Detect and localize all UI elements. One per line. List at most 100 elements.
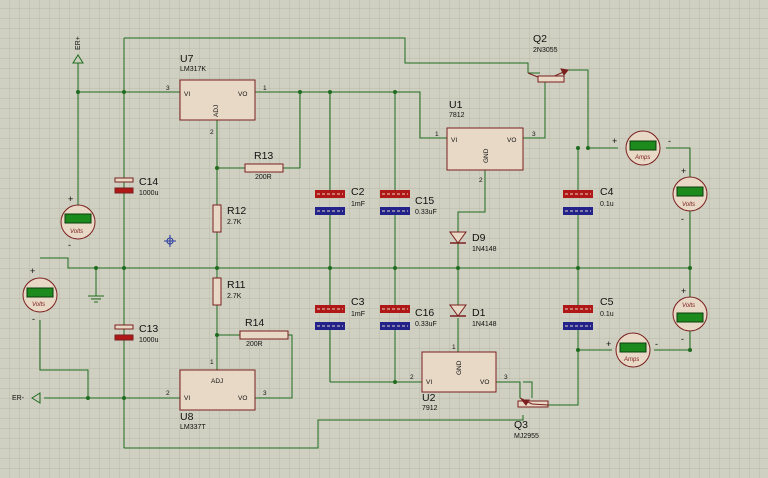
svg-text:GND: GND	[483, 148, 490, 163]
diode-d1[interactable]: D1 1N4148	[449, 304, 497, 328]
voltmeter-left-upper[interactable]: Volts + -	[60, 194, 96, 250]
q2-ref: Q2	[533, 33, 547, 45]
capacitor-c16[interactable]: C16 0.33uF	[380, 305, 437, 330]
transistor-q3[interactable]: Q3 MJ2955	[514, 397, 549, 440]
capacitor-c3[interactable]: C3 1mF	[315, 296, 365, 330]
q3-ref: Q3	[514, 419, 528, 431]
u2-value: 7912	[422, 405, 438, 412]
ammeter-upper[interactable]: Amps + -	[612, 130, 671, 166]
c13-ref: C13	[139, 323, 158, 335]
svg-text:ER+: ER+	[75, 36, 82, 50]
svg-text:3: 3	[532, 131, 536, 138]
c16-value: 0.33uF	[415, 321, 437, 328]
diode-d9[interactable]: D9 1N4148	[449, 231, 497, 253]
r11-ref: R11	[227, 279, 246, 291]
d9-ref: D9	[472, 232, 486, 244]
u8-value: LM337T	[180, 424, 206, 431]
d9-value: 1N4148	[472, 246, 497, 253]
svg-text:-: -	[32, 314, 35, 324]
capacitor-c2[interactable]: C2 1mF	[315, 186, 365, 215]
c2-value: 1mF	[351, 201, 365, 208]
crosshair-cursor-icon	[164, 235, 176, 247]
c14-value: 1000u	[139, 190, 159, 197]
capacitor-c13[interactable]: C13 1000u	[114, 323, 159, 344]
capacitor-c14[interactable]: C14 1000u	[114, 176, 159, 197]
u7-ref: U7	[180, 53, 194, 65]
ammeter-lower[interactable]: Amps + -	[606, 332, 658, 368]
capacitor-c4[interactable]: C4 0.1u	[563, 186, 614, 215]
svg-text:+: +	[30, 266, 35, 276]
r12-value: 2.7K	[227, 219, 242, 226]
c5-value: 0.1u	[600, 311, 614, 318]
svg-text:VO: VO	[507, 137, 516, 144]
resistor-r14[interactable]: R14 200R	[239, 317, 289, 348]
capacitor-c15[interactable]: C15 0.33uF	[380, 190, 437, 216]
wires	[39, 37, 691, 449]
voltmeter-right-upper[interactable]: Volts + -	[672, 166, 708, 224]
svg-text:+: +	[612, 136, 617, 146]
regulator-u2[interactable]: VI VO GND 2 3 1 U2 7912	[410, 344, 508, 412]
svg-text:-: -	[655, 339, 658, 349]
resistor-r11[interactable]: R11 2.7K	[212, 277, 246, 306]
svg-text:VI: VI	[184, 91, 190, 98]
c16-ref: C16	[415, 307, 434, 319]
svg-text:GND: GND	[456, 360, 463, 375]
svg-text:2: 2	[166, 390, 170, 397]
resistor-r13[interactable]: R13 200R	[244, 150, 284, 181]
svg-text:2: 2	[479, 177, 483, 184]
regulator-u1[interactable]: VI VO GND 1 3 2 U1 7812	[435, 99, 536, 184]
svg-text:1: 1	[210, 359, 214, 366]
svg-text:2: 2	[410, 374, 414, 381]
terminal-er-plus[interactable]: ER+	[72, 36, 84, 64]
svg-text:-: -	[681, 214, 684, 224]
resistor-r12[interactable]: R12 2.7K	[212, 204, 246, 233]
u8-ref: U8	[180, 411, 194, 423]
q2-value: 2N3055	[533, 47, 558, 54]
voltmeter-right-lower[interactable]: Volts + -	[672, 286, 708, 344]
svg-text:-: -	[681, 334, 684, 344]
u2-ref: U2	[422, 392, 436, 404]
regulator-u7[interactable]: VI VO ADJ 3 1 2 U7 LM317K	[166, 53, 267, 136]
r14-value: 200R	[246, 341, 263, 348]
u7-value: LM317K	[180, 66, 206, 73]
svg-text:1: 1	[435, 131, 439, 138]
svg-text:Amps: Amps	[634, 155, 650, 161]
junctions	[76, 90, 692, 400]
svg-text:+: +	[606, 339, 611, 349]
c3-ref: C3	[351, 296, 365, 308]
svg-text:ADJ: ADJ	[213, 105, 220, 117]
capacitor-c5[interactable]: C5 0.1u	[563, 296, 614, 330]
svg-text:-: -	[668, 136, 671, 146]
svg-text:VO: VO	[238, 91, 247, 98]
c5-ref: C5	[600, 296, 614, 308]
c4-ref: C4	[600, 186, 614, 198]
regulator-u8[interactable]: VI VO ADJ 2 3 1 U8 LM337T	[166, 359, 267, 431]
r13-value: 200R	[255, 174, 272, 181]
voltmeter-left-lower[interactable]: Volts + -	[22, 266, 58, 324]
svg-text:Volts: Volts	[70, 229, 83, 235]
svg-text:VO: VO	[238, 395, 247, 402]
transistor-q2[interactable]: Q2 2N3055	[527, 33, 569, 83]
svg-text:+: +	[681, 166, 686, 176]
c13-value: 1000u	[139, 337, 159, 344]
svg-text:VO: VO	[480, 379, 489, 386]
u1-value: 7812	[449, 112, 465, 119]
terminal-er-minus[interactable]: ER-	[12, 392, 41, 404]
svg-text:-: -	[68, 240, 71, 250]
r13-ref: R13	[254, 150, 273, 162]
svg-text:VI: VI	[426, 379, 432, 386]
svg-text:3: 3	[263, 390, 267, 397]
c4-value: 0.1u	[600, 201, 614, 208]
svg-text:ADJ: ADJ	[211, 378, 223, 385]
svg-text:VI: VI	[184, 395, 190, 402]
svg-text:+: +	[681, 286, 686, 296]
c2-ref: C2	[351, 186, 365, 198]
c15-value: 0.33uF	[415, 209, 437, 216]
svg-text:1: 1	[263, 85, 267, 92]
ground-symbol	[88, 295, 104, 303]
svg-text:VI: VI	[451, 137, 457, 144]
svg-text:+: +	[68, 194, 73, 204]
r11-value: 2.7K	[227, 293, 242, 300]
svg-text:Volts: Volts	[32, 302, 45, 308]
